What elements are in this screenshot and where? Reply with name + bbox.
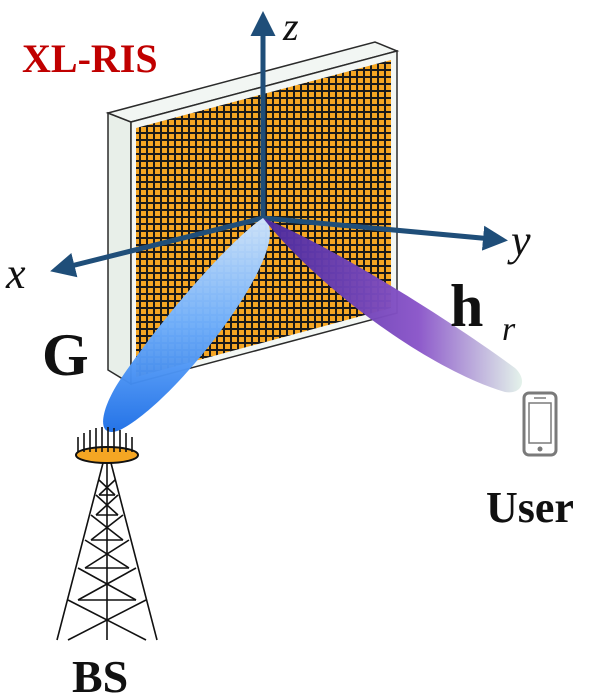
x-axis — [50, 215, 264, 278]
ris-panel-side — [107, 111, 132, 386]
coordinate-axes — [50, 11, 508, 278]
smartphone-icon — [522, 391, 558, 457]
x-axis-label: x — [5, 249, 26, 298]
ris-user-beam — [263, 218, 523, 393]
cell-tower-icon — [56, 427, 158, 641]
diagram-title: XL-RIS — [22, 36, 158, 81]
z-axis-label: z — [282, 4, 299, 49]
channel-g-label: G — [42, 322, 89, 388]
bs-label: BS — [72, 651, 128, 700]
user-label: User — [486, 483, 574, 532]
ris-panel — [105, 41, 400, 386]
y-axis-label: y — [507, 216, 531, 265]
y-axis — [262, 215, 508, 251]
channel-h-subscript: r — [502, 311, 516, 348]
channel-h-label: h — [450, 273, 483, 339]
bs-ris-beam — [103, 218, 270, 432]
